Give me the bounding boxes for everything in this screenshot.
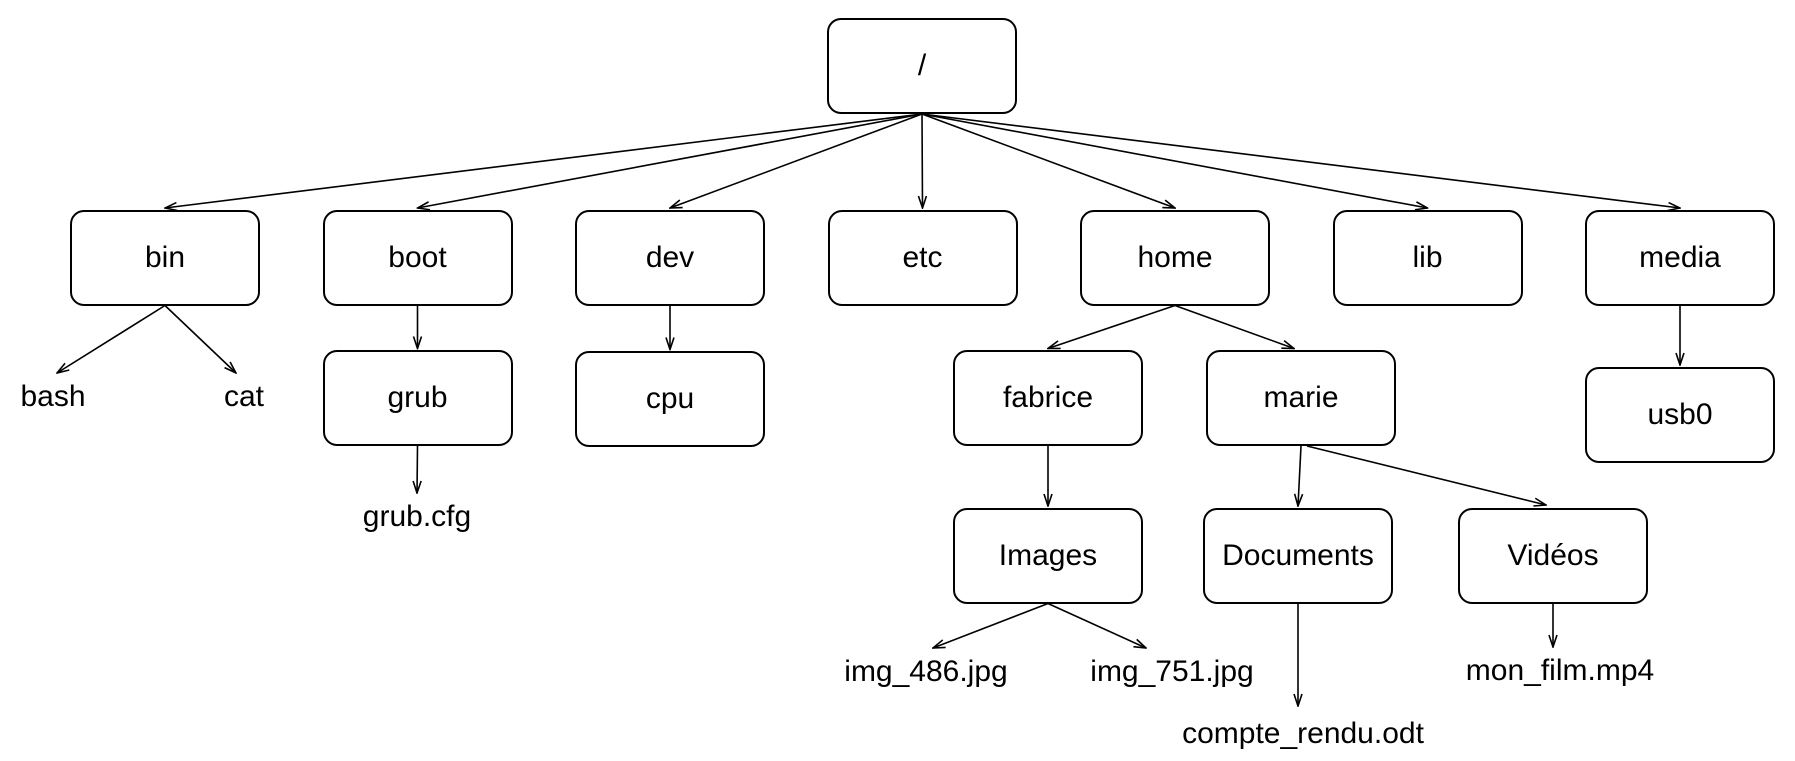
node-home-label: home	[1137, 240, 1213, 274]
node-videos-label: Vidéos	[1507, 538, 1599, 572]
node-documents: Documents	[1203, 507, 1393, 604]
node-etc: etc	[827, 209, 1018, 306]
node-boot: boot	[322, 209, 513, 306]
node-marie-label: marie	[1263, 381, 1339, 414]
leaf-compte_rendu-label: compte_rendu.odt	[1182, 717, 1424, 750]
edge-root-lib	[921, 113, 1428, 208]
edge-bin-bash	[57, 304, 166, 374]
node-lib-label: lib	[1412, 240, 1443, 274]
node-home: home	[1080, 209, 1270, 306]
node-grub-label: grub	[387, 381, 448, 414]
node-cpu: cpu	[575, 351, 765, 447]
edge-home-marie	[1174, 304, 1294, 349]
edge-bin-cat	[164, 304, 236, 374]
edge-home-fabrice	[1048, 304, 1176, 349]
edge-images-img_751	[1047, 602, 1146, 649]
node-dev: dev	[575, 209, 765, 306]
edge-marie-videos	[1306, 445, 1546, 505]
node-videos: Vidéos	[1458, 507, 1648, 604]
leaf-cat-label: cat	[223, 380, 265, 413]
edge-marie-documents	[1298, 445, 1301, 506]
node-media-label: media	[1639, 240, 1721, 274]
edge-images-img_486	[933, 602, 1049, 649]
node-lib: lib	[1332, 209, 1523, 306]
node-cpu-label: cpu	[645, 382, 695, 415]
edge-root-home	[921, 113, 1175, 208]
leaf-bash-label: bash	[20, 380, 86, 413]
leaf-img_751-label: img_751.jpg	[1090, 655, 1254, 688]
edge-root-dev	[670, 113, 923, 208]
node-fabrice-label: fabrice	[1002, 381, 1094, 414]
node-documents-label: Documents	[1222, 538, 1374, 572]
node-etc-label: etc	[902, 240, 943, 274]
node-grub: grub	[322, 350, 513, 446]
edge-root-etc	[922, 113, 923, 208]
leaf-img_486-label: img_486.jpg	[844, 655, 1008, 688]
node-bin: bin	[70, 209, 260, 306]
edge-grub-grub_cfg	[417, 445, 418, 493]
edge-root-bin	[165, 113, 923, 208]
node-images-label: Images	[998, 538, 1098, 572]
node-bin-label: bin	[144, 240, 186, 274]
leaf-mon_film-label: mon_film.mp4	[1465, 654, 1655, 687]
node-root-label: /	[917, 49, 927, 82]
node-fabrice: fabrice	[953, 350, 1143, 446]
node-usb0: usb0	[1585, 366, 1775, 463]
node-root: /	[827, 18, 1017, 114]
node-dev-label: dev	[645, 240, 695, 274]
node-marie: marie	[1206, 350, 1396, 446]
edge-root-media	[921, 113, 1680, 208]
node-images: Images	[953, 507, 1143, 604]
node-boot-label: boot	[388, 240, 447, 274]
node-usb0-label: usb0	[1647, 397, 1713, 431]
edge-root-boot	[418, 113, 923, 208]
node-media: media	[1585, 209, 1775, 306]
leaf-grub_cfg-label: grub.cfg	[362, 500, 472, 533]
